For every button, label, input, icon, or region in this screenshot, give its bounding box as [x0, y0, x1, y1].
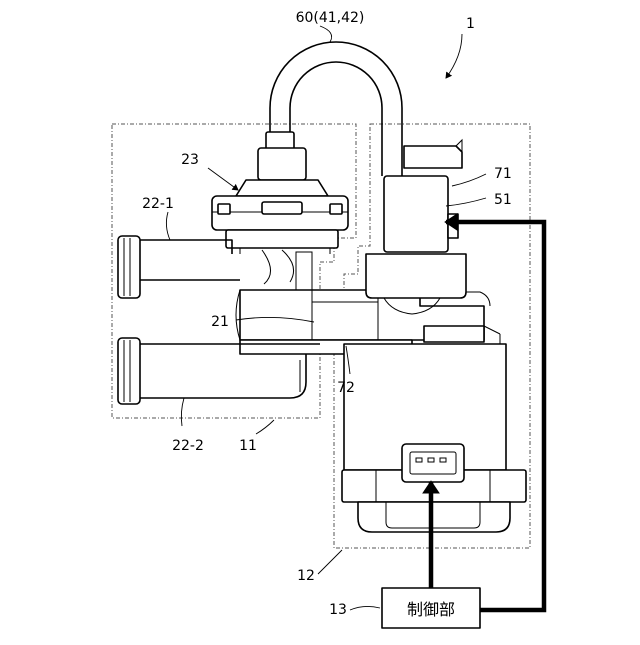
- ref-13: 13: [329, 602, 347, 618]
- leader-22-1: [166, 212, 170, 240]
- boundary-11: [112, 124, 356, 418]
- ref-72: 72: [337, 380, 355, 396]
- leader-hose: [320, 26, 332, 42]
- control-unit-label: 制御部: [407, 600, 455, 619]
- leader-71: [452, 174, 486, 186]
- ref-11: 11: [239, 438, 257, 454]
- leader-11: [256, 420, 274, 434]
- ref-21: 21: [211, 314, 229, 330]
- ref-1: 1: [466, 16, 475, 32]
- hose-label: 60(41,42): [296, 10, 365, 26]
- ref-23: 23: [181, 152, 199, 168]
- pump-body-72: [342, 344, 526, 532]
- leader-22-2: [181, 398, 184, 426]
- ref-71: 71: [494, 166, 512, 182]
- leader-13: [350, 606, 380, 610]
- ref-12: 12: [297, 568, 315, 584]
- component-23: [212, 148, 348, 254]
- ref-22-1: 22-1: [142, 196, 174, 212]
- leader-12: [318, 550, 342, 574]
- ref-22-2: 22-2: [172, 438, 204, 454]
- leader-51: [446, 198, 486, 206]
- ref-51: 51: [494, 192, 512, 208]
- leader-23: [208, 168, 238, 190]
- leader-1: [446, 34, 462, 78]
